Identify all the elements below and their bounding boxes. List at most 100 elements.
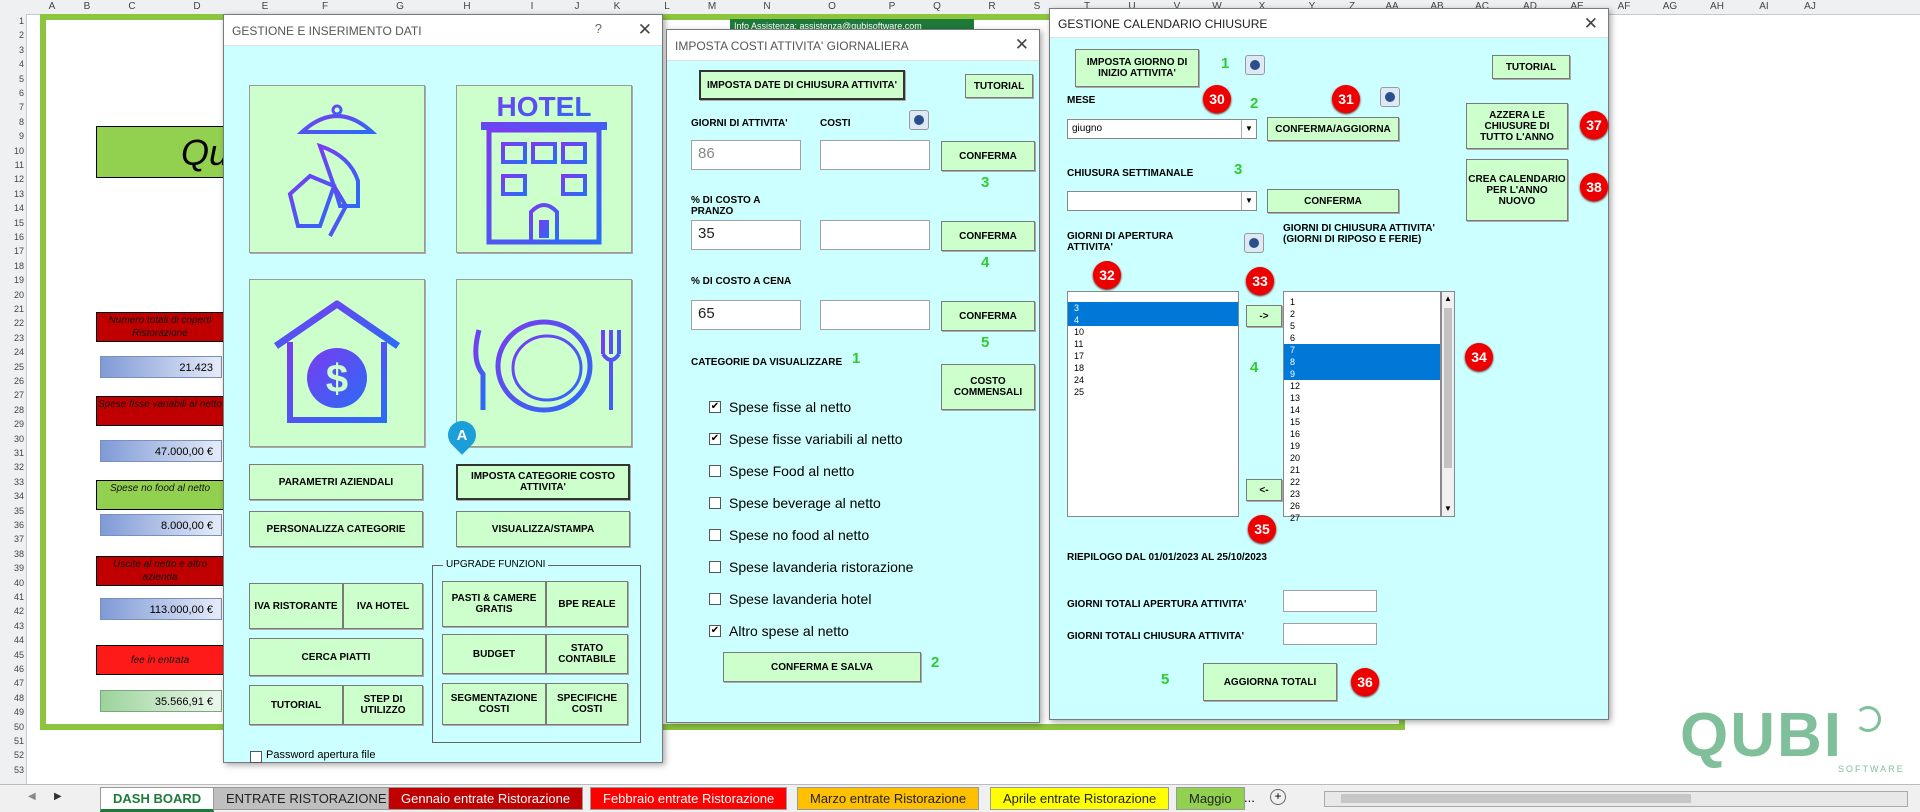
column-header[interactable]: D: [193, 1, 201, 12]
checkbox-box[interactable]: [709, 593, 721, 606]
category-checkbox[interactable]: ✔Altro spese al netto: [709, 623, 849, 639]
move-left-button[interactable]: <-: [1246, 479, 1282, 501]
scroll-down-icon[interactable]: ▼: [1444, 504, 1452, 513]
password-checkbox[interactable]: [250, 751, 262, 763]
row-header[interactable]: 32: [13, 462, 24, 473]
checkbox-box[interactable]: ✔: [709, 433, 721, 446]
column-header[interactable]: I: [530, 1, 534, 12]
column-header[interactable]: AJ: [1804, 1, 1816, 12]
column-header[interactable]: W: [1212, 1, 1222, 12]
row-header[interactable]: 48: [13, 692, 24, 703]
conferma-giorni-button[interactable]: CONFERMA: [941, 141, 1035, 171]
azzera-chiusure-button[interactable]: AZZERA LE CHIUSURE DI TUTTO L'ANNO: [1466, 103, 1568, 149]
row-header[interactable]: 51: [13, 736, 24, 746]
list-item[interactable]: 26: [1290, 501, 1301, 511]
row-header[interactable]: 8: [18, 116, 24, 127]
tutorial-button[interactable]: TUTORIAL: [1492, 55, 1570, 79]
conferma-pranzo-button[interactable]: CONFERMA: [941, 221, 1035, 251]
cerca-piatti-button[interactable]: CERCA PIATTI: [249, 638, 423, 676]
list-item[interactable]: 12: [1290, 381, 1301, 391]
move-right-button[interactable]: ->: [1246, 305, 1282, 327]
tile-hotel[interactable]: HOTEL: [456, 85, 632, 253]
info-icon-3[interactable]: [1244, 233, 1264, 253]
list-item[interactable]: 27: [1290, 513, 1301, 523]
row-header[interactable]: 29: [13, 419, 24, 430]
conferma-salva-button[interactable]: CONFERMA E SALVA: [723, 652, 921, 682]
tutorial-button[interactable]: TUTORIAL: [249, 685, 343, 725]
row-header[interactable]: 30: [13, 433, 24, 444]
row-header[interactable]: 27: [13, 390, 24, 401]
row-header[interactable]: 21: [13, 304, 24, 314]
column-header[interactable]: N: [763, 1, 771, 12]
row-header[interactable]: 40: [13, 577, 24, 588]
list-item[interactable]: 3: [1068, 302, 1238, 314]
row-header[interactable]: 12: [13, 174, 24, 185]
column-header[interactable]: AH: [1710, 1, 1724, 12]
list-item[interactable]: 19: [1290, 441, 1301, 451]
list-item[interactable]: 6: [1290, 333, 1296, 343]
row-header[interactable]: 53: [13, 764, 24, 775]
imposta-date-chiusura-button[interactable]: IMPOSTA DATE DI CHIUSURA ATTIVITA': [699, 70, 905, 100]
column-header[interactable]: G: [396, 1, 404, 12]
list-item[interactable]: 9: [1284, 368, 1440, 380]
pasti-camere-button[interactable]: PASTI & CAMERE GRATIS: [442, 581, 546, 627]
checkbox-box[interactable]: [709, 561, 721, 574]
row-header[interactable]: 5: [18, 73, 24, 84]
chiusura-scrollbar[interactable]: ▲ ▼: [1441, 291, 1455, 517]
sheet-tab[interactable]: Marzo entrate Ristorazione: [797, 787, 980, 810]
row-header[interactable]: 52: [13, 750, 24, 761]
row-header[interactable]: 39: [13, 563, 24, 574]
column-header[interactable]: Y: [1308, 1, 1316, 12]
column-header[interactable]: K: [613, 1, 621, 12]
close-button[interactable]: ✕: [1014, 35, 1029, 54]
row-header[interactable]: 15: [13, 217, 24, 228]
category-checkbox[interactable]: Spese no food al netto: [709, 527, 869, 543]
row-header[interactable]: 19: [13, 275, 24, 286]
column-header[interactable]: T: [1083, 1, 1091, 12]
costo-cena-field[interactable]: 65: [691, 300, 801, 330]
category-checkbox[interactable]: Spese lavanderia ristorazione: [709, 559, 913, 575]
row-header[interactable]: 44: [13, 635, 24, 646]
row-header[interactable]: 7: [18, 102, 24, 113]
add-sheet-icon[interactable]: +: [1270, 789, 1286, 805]
giorni-attivita-field[interactable]: 86: [691, 140, 801, 170]
specifiche-costi-button[interactable]: SPECIFICHE COSTI: [546, 683, 628, 725]
row-header[interactable]: 26: [13, 376, 24, 386]
chevron-down-icon[interactable]: ▼: [1241, 192, 1256, 210]
costo-commensali-button[interactable]: COSTO COMMENSALI: [941, 364, 1035, 410]
column-header[interactable]: L: [664, 1, 670, 12]
category-checkbox[interactable]: ✔Spese fisse variabili al netto: [709, 431, 903, 447]
row-header[interactable]: 37: [13, 534, 24, 545]
list-item[interactable]: 16: [1290, 429, 1301, 439]
column-header[interactable]: AC: [1475, 1, 1489, 12]
row-header[interactable]: 28: [13, 404, 24, 415]
row-header[interactable]: 16: [13, 232, 24, 242]
list-item[interactable]: 1: [1290, 297, 1296, 307]
budget-button[interactable]: BUDGET: [442, 634, 546, 674]
conferma-aggiorna-button[interactable]: CONFERMA/AGGIORNA: [1267, 117, 1399, 141]
crea-calendario-button[interactable]: CREA CALENDARIO PER L'ANNO NUOVO: [1466, 159, 1568, 221]
column-header[interactable]: O: [828, 1, 836, 12]
tile-menu[interactable]: [456, 279, 632, 447]
row-header[interactable]: 45: [13, 649, 24, 660]
checkbox-box[interactable]: ✔: [709, 625, 721, 638]
column-header[interactable]: Z: [1348, 1, 1356, 12]
sheet-tab[interactable]: Aprile entrate Ristorazione: [990, 787, 1170, 810]
help-button[interactable]: ?: [594, 21, 602, 36]
row-header[interactable]: 13: [13, 188, 24, 199]
costo-pranzo-result[interactable]: [820, 220, 930, 250]
more-tabs[interactable]: ...: [1244, 790, 1255, 805]
horizontal-scroll-thumb[interactable]: [1341, 794, 1691, 803]
list-item[interactable]: 5: [1290, 321, 1296, 331]
category-checkbox[interactable]: Spese lavanderia hotel: [709, 591, 871, 607]
list-item[interactable]: 13: [1290, 393, 1301, 403]
close-button[interactable]: ✕: [1583, 14, 1598, 33]
category-checkbox[interactable]: Spese beverage al netto: [709, 495, 881, 511]
column-header[interactable]: AA: [1385, 1, 1399, 12]
column-header[interactable]: AB: [1430, 1, 1444, 12]
segmentazione-costi-button[interactable]: SEGMENTAZIONE COSTI: [442, 683, 546, 725]
tot-apertura-field[interactable]: [1283, 590, 1377, 612]
column-header[interactable]: S: [1033, 1, 1041, 12]
costo-cena-result[interactable]: [820, 300, 930, 330]
